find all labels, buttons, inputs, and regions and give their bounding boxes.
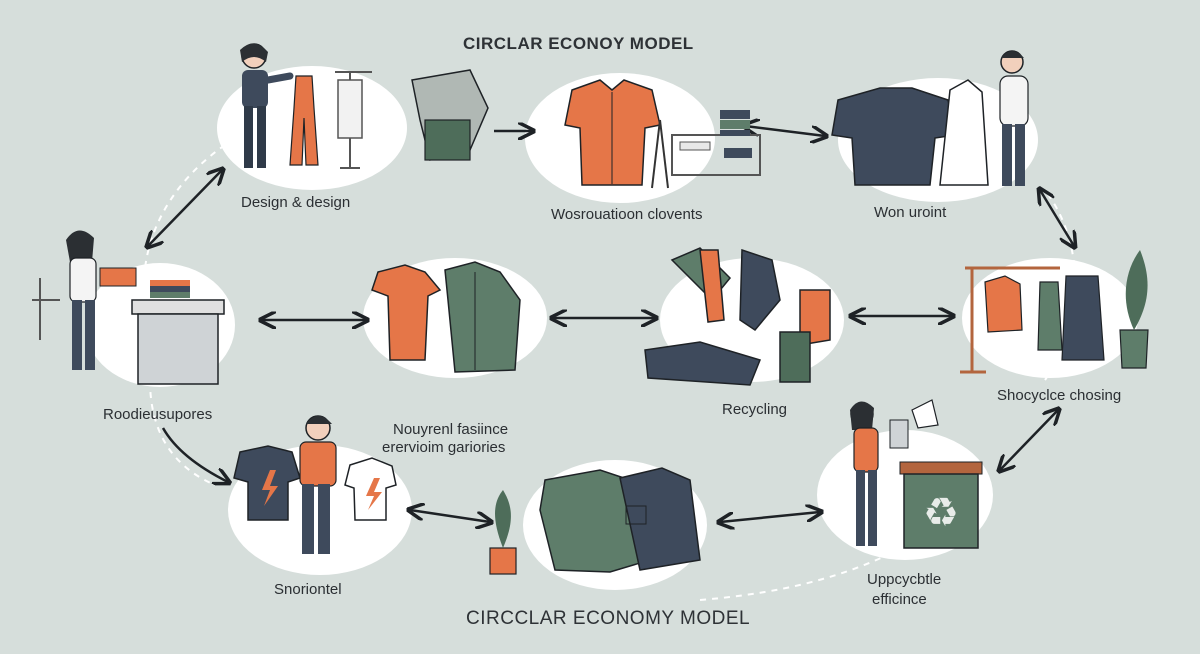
wear-illustration (831, 50, 1029, 186)
label-design: Design & design (241, 194, 351, 211)
jackets-illustration (489, 467, 701, 575)
label-shopping: Shocyclce chosing (997, 387, 1122, 404)
title-top: CIRCLAR ECONOY MODEL (463, 34, 694, 53)
label-upcycle-2: efficince (872, 591, 927, 608)
shopping-illustration (960, 250, 1149, 374)
arrow-shopping-upcycle (1000, 410, 1058, 470)
recycling-illustration (644, 247, 831, 386)
lightning-icon (366, 478, 382, 510)
label-fashion-2: erervioim gariories (382, 439, 506, 456)
production-illustration (564, 79, 761, 189)
label-upcycle-1: Uppcycbtle (867, 571, 942, 588)
label-recycling: Recycling (722, 401, 788, 418)
fashion-illustration (371, 261, 521, 373)
arrow-wear-shopping (1040, 190, 1074, 246)
personal-illustration (233, 415, 397, 554)
arrows (148, 126, 1074, 522)
arrow-production-wear (745, 126, 825, 136)
title-bottom: CIRCCLAR ECONOMY MODEL (466, 608, 751, 629)
recycle-icon: ♻ (923, 490, 959, 536)
folded-shirt-illustration (411, 69, 489, 161)
arrow-personal-jackets (410, 510, 490, 522)
upcycle-illustration: ♻ (850, 399, 983, 549)
arrow-jackets-upcycle (720, 512, 820, 522)
design-illustration (240, 43, 372, 169)
label-wear: Won uroint (874, 204, 947, 221)
retail-illustration (32, 230, 225, 385)
arrow-design-retail (148, 170, 222, 246)
label-fashion-1: Nouyrenl fasiince (393, 421, 509, 438)
label-personal: Snoriontel (274, 581, 342, 598)
arrow-retail-personal (161, 427, 228, 482)
label-production: Wosrouatioon clovents (551, 206, 703, 223)
label-retail: Roodieusupores (103, 406, 213, 423)
lightning-icon (262, 470, 278, 506)
